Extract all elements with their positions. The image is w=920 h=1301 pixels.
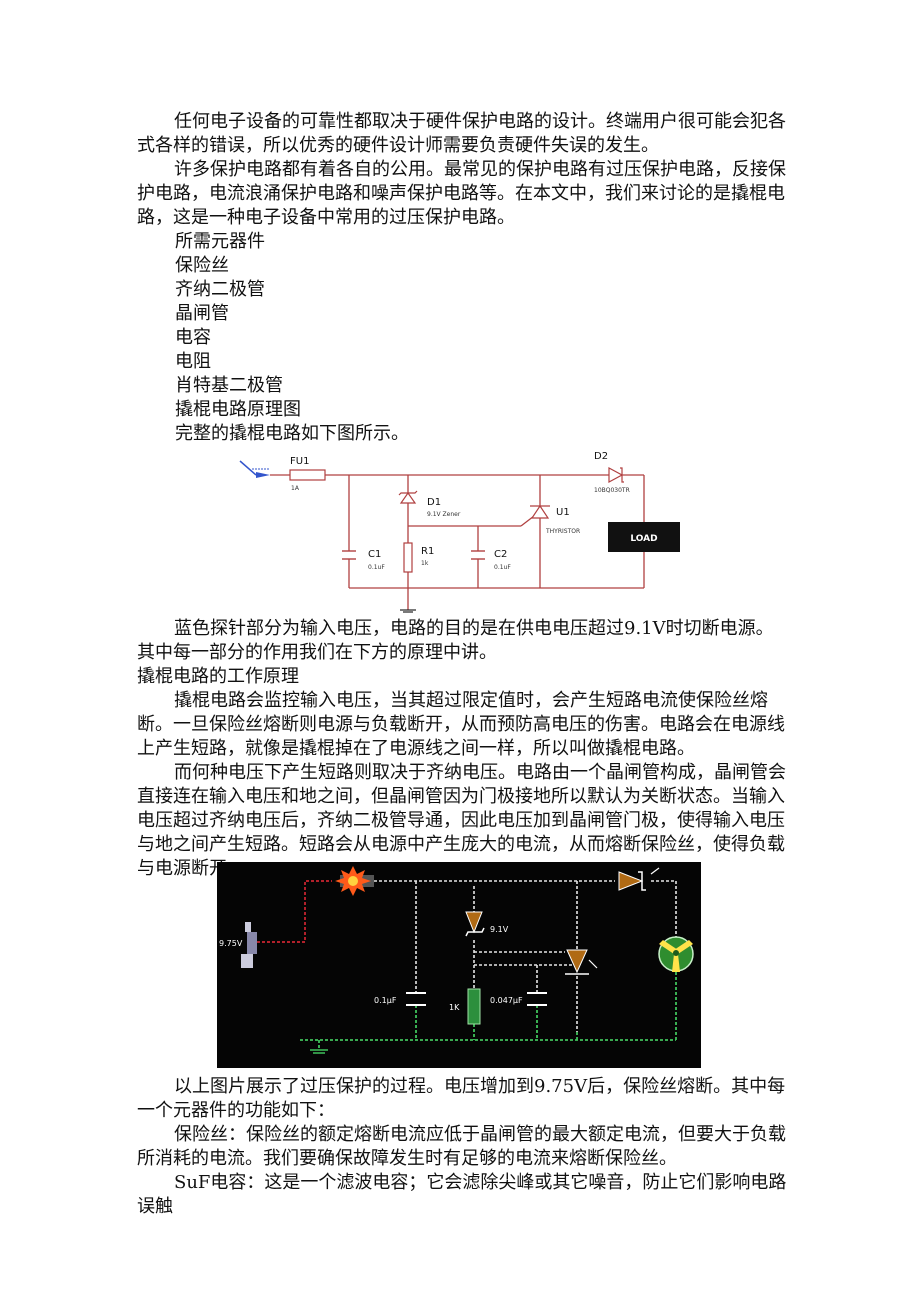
r1-label: R1 <box>421 546 434 557</box>
capacitor-c2-label: 0.047µF <box>490 996 523 1005</box>
c2-label: C2 <box>494 549 507 560</box>
paragraph-intro: 任何电子设备的可靠性都取决于硬件保护电路的设计。终端用户很可能会犯各式各样的错误… <box>137 111 786 156</box>
list-item: 电容 <box>175 327 211 348</box>
capacitor-c1-icon <box>342 550 356 560</box>
paragraph-process: 以上图片展示了过压保护的过程。电压增加到9.75V后，保险丝熔断。其中每一个元器… <box>137 1076 786 1121</box>
zener-diode-icon <box>398 490 418 504</box>
c1-value: 0.1uF <box>368 564 385 571</box>
capacitor-c2-icon <box>527 992 547 1006</box>
paragraph-capacitor: SuF电容：这是一个滤波电容；它会滤除尖峰或其它噪音，防止它们影响电路误触 <box>137 1172 787 1217</box>
crowbar-schematic-figure: FU1 1A D1 9.1V Zener R1 1k C1 0.1uF C2 0… <box>239 451 680 613</box>
schottky-diode-icon <box>608 466 624 484</box>
thyristor-icon <box>530 504 550 519</box>
resistor-label: 1K <box>449 1003 460 1012</box>
capacitor-c1-icon <box>406 992 426 1006</box>
ground-icon <box>400 609 416 613</box>
resistor-icon <box>403 542 413 573</box>
section-heading: 撬棍电路的工作原理 <box>137 666 299 687</box>
list-item: 晶闸管 <box>175 303 229 324</box>
d2-label: D2 <box>594 451 608 462</box>
load-box <box>608 522 680 552</box>
list-item: 肖特基二极管 <box>175 375 283 396</box>
d1-label: D1 <box>427 497 441 508</box>
fu1-value: 1A <box>291 485 300 492</box>
list-item: 齐纳二极管 <box>175 279 265 300</box>
fan-load-icon <box>658 936 694 972</box>
paragraph-protection-types: 许多保护电路都有着各自的公用。最常见的保护电路有过压保护电路，反接保护电路，电流… <box>137 159 786 228</box>
zener-diode-icon <box>465 911 485 937</box>
fu1-label: FU1 <box>290 456 309 467</box>
u1-label: U1 <box>556 507 570 518</box>
blown-fuse-icon <box>335 866 374 896</box>
d2-value: 10BQ030TR <box>594 487 630 494</box>
list-item: 保险丝 <box>175 255 229 276</box>
fuse-icon <box>289 469 326 481</box>
u1-value: THYRISTOR <box>545 528 580 535</box>
paragraph-fuse: 保险丝：保险丝的额定熔断电流应低于晶闸管的最大额定电流，但要大于负载所消耗的电流… <box>137 1124 786 1169</box>
paragraph-zener-voltage: 而何种电压下产生短路则取决于齐纳电压。电路由一个晶闸管构成，晶闸管会直接连在输入… <box>137 762 786 879</box>
schematic-heading: 撬棍电路原理图 <box>175 399 301 420</box>
resistor-icon <box>467 988 481 1025</box>
d1-value: 9.1V Zener <box>427 511 461 518</box>
probe-icon <box>239 460 270 478</box>
paragraph-probe: 蓝色探针部分为输入电压，电路的目的是在供电电压超过9.1V时切断电源。其中每一部… <box>137 618 774 663</box>
load-label: LOAD <box>630 534 657 544</box>
components-heading: 所需元器件 <box>175 231 265 252</box>
zener-voltage-label: 9.1V <box>490 925 509 934</box>
schematic-caption: 完整的撬棍电路如下图所示。 <box>175 423 409 444</box>
schottky-diode-icon <box>618 867 660 891</box>
c2-value: 0.1uF <box>494 564 511 571</box>
r1-value: 1k <box>421 560 429 567</box>
input-voltage-label: 9.75V <box>219 939 243 948</box>
ground-icon <box>310 1049 328 1054</box>
c1-label: C1 <box>368 549 381 560</box>
list-item: 电阻 <box>175 351 211 372</box>
paragraph-working-principle: 撬棍电路会监控输入电压，当其超过限定值时，会产生短路电流使保险丝熔断。一旦保险丝… <box>137 690 785 759</box>
simulation-figure: 9.75V 9.1V 0.1µF 1K <box>217 862 701 1068</box>
probe-icon <box>241 922 257 968</box>
capacitor-c2-icon <box>471 550 485 560</box>
thyristor-icon <box>565 949 598 975</box>
capacitor-c1-label: 0.1µF <box>374 996 397 1005</box>
